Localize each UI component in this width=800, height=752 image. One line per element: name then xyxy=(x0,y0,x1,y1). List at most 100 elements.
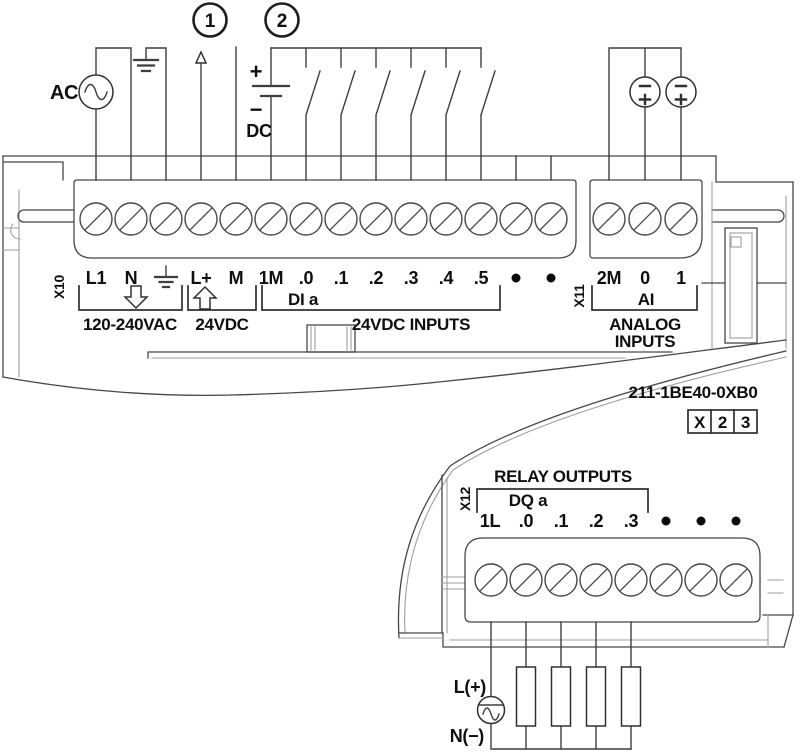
screw-terminal xyxy=(149,202,183,236)
switch-contact xyxy=(305,47,321,157)
terminal-label-dq2: .2 xyxy=(589,511,604,531)
up-arrow-open-icon xyxy=(192,285,218,310)
down-arrow-open-icon xyxy=(123,285,149,310)
lower-module-case xyxy=(397,350,794,648)
x11-connector-label: X11 xyxy=(571,284,587,308)
screw-terminal xyxy=(114,202,148,236)
screw-terminal xyxy=(614,563,648,597)
order-number: 211-1BE40-0XB0 xyxy=(628,383,757,402)
door-hinge-tab xyxy=(306,324,356,353)
terminal-label-dq3: .3 xyxy=(624,511,639,531)
terminal-label-m: M xyxy=(229,268,244,288)
screw-terminal xyxy=(429,202,463,236)
ai-group-bracket xyxy=(591,285,698,311)
terminal-label-ai0: 0 xyxy=(640,268,650,288)
analog-source-polarity-icon xyxy=(638,84,652,106)
expansion-port-detail xyxy=(730,236,742,248)
terminal-label-di4: .4 xyxy=(439,268,454,288)
x10-terminal-shroud xyxy=(73,179,577,259)
screw-terminal xyxy=(628,202,662,236)
analog-source-polarity-icon xyxy=(674,84,688,106)
terminal-label-2m: 2M xyxy=(597,268,621,288)
x12-terminal-strip xyxy=(464,537,761,623)
expansion-port-cover xyxy=(724,227,758,344)
screw-terminal xyxy=(664,202,698,236)
analog-source-icon xyxy=(629,76,661,108)
terminal-label-di0: .0 xyxy=(299,268,314,288)
version-cell-3: 3 xyxy=(741,413,750,432)
x11-labels: X11 2M 0 1 AI ANALOG INPUTS xyxy=(571,268,698,351)
screw-terminal xyxy=(474,563,508,597)
screw-terminal xyxy=(324,202,358,236)
battery-minus-label: − xyxy=(250,97,263,122)
case-bottom-inner xyxy=(398,637,769,641)
door-hinge-hatches xyxy=(310,326,352,351)
screw-terminal xyxy=(289,202,323,236)
up-arrow-open-icon xyxy=(194,50,208,64)
x10-x11-terminal-strip xyxy=(73,155,703,259)
x11-terminal-shroud xyxy=(589,179,703,259)
unused-terminal-dot xyxy=(511,273,521,283)
switch-contact xyxy=(445,47,461,157)
switch-contact xyxy=(410,47,426,157)
load-icon xyxy=(620,666,642,727)
terminal-label-l1: L1 xyxy=(86,268,107,288)
expansion-port-inner xyxy=(729,232,753,339)
analog-source-icon xyxy=(665,76,697,108)
digital-input-switches xyxy=(305,47,496,157)
ac-sine-icon xyxy=(482,707,500,721)
earth-wire xyxy=(145,47,167,157)
ai-group-label: AI xyxy=(638,290,654,309)
upper-module-case xyxy=(2,155,794,616)
ac-dc-source-icon xyxy=(476,695,506,725)
battery-plus-label: + xyxy=(250,59,263,84)
terminal-label-1m: 1M xyxy=(259,268,283,288)
screw-terminal xyxy=(464,202,498,236)
switch-contact xyxy=(375,47,391,157)
screw-terminal xyxy=(359,202,393,236)
load-icon xyxy=(515,666,537,727)
terminal-label-di5: .5 xyxy=(474,268,489,288)
case-tear-lower-inner xyxy=(404,356,787,634)
relay-load-supply: L(+) N(−) xyxy=(450,677,506,746)
x12-labels: RELAY OUTPUTS X12 DQ a 1L .0 .1 .2 .3 xyxy=(457,467,741,531)
input-circuit: AC + − DC xyxy=(50,2,697,157)
case-left-edge xyxy=(2,155,64,378)
dq-group-label: DQ a xyxy=(509,491,548,510)
protective-earth xyxy=(132,47,167,157)
ac-sine-icon xyxy=(84,83,108,101)
version-cell-2: 2 xyxy=(718,413,727,432)
x10-screw-terminals xyxy=(79,202,568,236)
right-rail-latch xyxy=(711,209,785,223)
version-box-dividers xyxy=(710,409,735,434)
switch-contact xyxy=(480,47,496,157)
left-rail-latch xyxy=(17,209,75,223)
screw-terminal xyxy=(254,202,288,236)
screw-terminal xyxy=(184,202,218,236)
terminal-label-ai1: 1 xyxy=(676,268,686,288)
switch-contact xyxy=(340,47,356,157)
screw-terminal xyxy=(79,202,113,236)
dc-input-supply: + − DC xyxy=(246,47,482,157)
x12-screw-terminals xyxy=(474,563,753,597)
version-cell-x: X xyxy=(694,413,706,432)
screw-terminal xyxy=(534,202,568,236)
dq-group-bracket xyxy=(476,488,649,513)
unused-terminal-dot xyxy=(546,273,556,283)
screw-terminal xyxy=(649,563,683,597)
sensor-group-bracket xyxy=(187,285,257,311)
unused-terminal-dot xyxy=(661,516,671,526)
terminal-earth-icon xyxy=(153,265,179,289)
ac-source-label: AC xyxy=(50,82,78,104)
screw-terminal xyxy=(509,563,543,597)
wiring-door-edge xyxy=(147,351,673,359)
terminal-label-lplus: L+ xyxy=(191,268,212,288)
terminal-label-1l: 1L xyxy=(480,511,501,531)
terminal-label-di3: .3 xyxy=(404,268,419,288)
connector-side-tab xyxy=(441,576,762,590)
x12-connector-label: X12 xyxy=(457,486,473,511)
callout-notes: 1 2 xyxy=(192,2,300,38)
version-box xyxy=(687,409,758,434)
ai-caption-line2: INPUTS xyxy=(615,332,676,351)
